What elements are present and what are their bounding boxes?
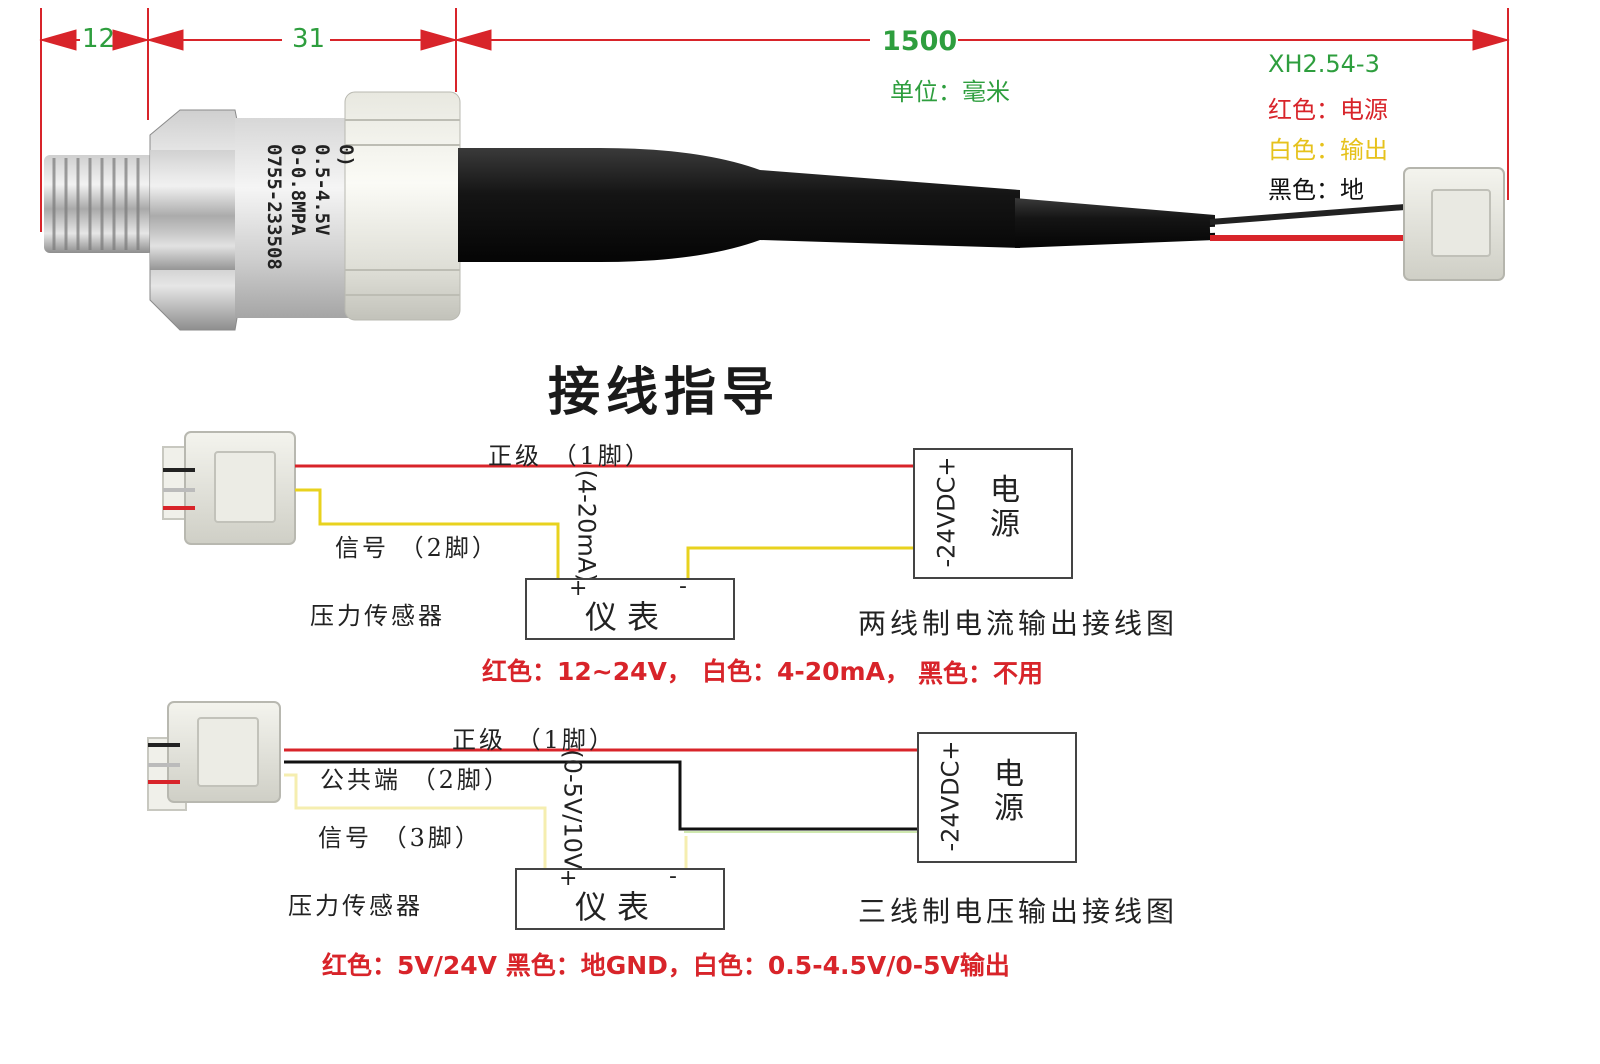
meter-label: 仪表 <box>585 598 670 636</box>
meter-plus: + <box>559 866 578 891</box>
sensor-print: 0) 0.5-4.5V 0-0.8MPA 0755-233508 <box>262 144 358 344</box>
dimension-31: 31 <box>292 24 326 54</box>
dimension-1500: 1500 <box>882 26 958 57</box>
dimension-lines <box>39 8 1510 232</box>
two-wire-wiring <box>162 431 916 578</box>
sensor-print-line1: 0.5-4.5V <box>311 144 333 236</box>
dimension-12: 12 <box>82 24 116 54</box>
three-wire-common-label: 公共端 （2脚） <box>320 766 511 794</box>
sensor-print-line3: 0755-233508 <box>263 144 285 270</box>
three-wire-power-box: -24VDC+ 电源 <box>917 732 1077 863</box>
power-label: 电源 <box>994 757 1024 826</box>
two-wire-note-red: 红色：12~24V， <box>482 657 692 686</box>
power-voltage: -24VDC+ <box>932 456 961 568</box>
pressure-sensor-illustration <box>44 91 1505 331</box>
three-wire-sensor-label: 压力传感器 <box>288 892 423 920</box>
meter-plus: + <box>569 576 588 601</box>
sensor-print-line2: 0-0.8MPA <box>287 144 309 236</box>
power-label: 电源 <box>990 473 1020 542</box>
sensor-print-line0: 0) <box>335 144 357 167</box>
three-wire-caption: 三线制电压输出接线图 <box>858 895 1179 928</box>
three-wire-note: 红色：5V/24V 黑色：地GND，白色：0.5-4.5V/0-5V输出 <box>322 951 1010 980</box>
legend-black: 黑色：地 <box>1268 176 1364 204</box>
two-wire-current-label: (4-20mA) <box>572 469 601 583</box>
power-voltage: -24VDC+ <box>936 740 965 852</box>
two-wire-signal-label: 信号 （2脚） <box>335 534 499 562</box>
three-wire-wiring <box>147 701 920 870</box>
meter-minus: - <box>669 864 677 889</box>
three-wire-meter-box: + - 仪表 <box>515 864 725 930</box>
three-wire-signal-label: 信号 （3脚） <box>318 824 482 852</box>
legend-red: 红色：电源 <box>1268 96 1388 124</box>
meter-label: 仪表 <box>575 888 660 926</box>
two-wire-note-black: 黑色：不用 <box>918 659 1044 688</box>
meter-minus: - <box>679 574 687 599</box>
two-wire-power-box: -24VDC+ 电源 <box>913 448 1073 579</box>
two-wire-note-white: 白色：4-20mA， <box>702 657 910 686</box>
three-wire-voltage-label: (0-5V/10V) <box>558 749 587 879</box>
connector-model: XH2.54-3 <box>1268 50 1380 78</box>
two-wire-sensor-label: 压力传感器 <box>310 602 445 630</box>
legend-white: 白色：输出 <box>1268 136 1388 164</box>
three-wire-positive-label: 正级 （1脚） <box>452 726 616 754</box>
two-wire-positive-label: 正级 （1脚） <box>488 442 652 470</box>
two-wire-caption: 两线制电流输出接线图 <box>858 607 1179 640</box>
two-wire-meter-box: + - 仪表 <box>525 574 735 640</box>
unit-label: 单位：毫米 <box>890 78 1010 106</box>
page-title: 接线指导 <box>548 363 781 423</box>
